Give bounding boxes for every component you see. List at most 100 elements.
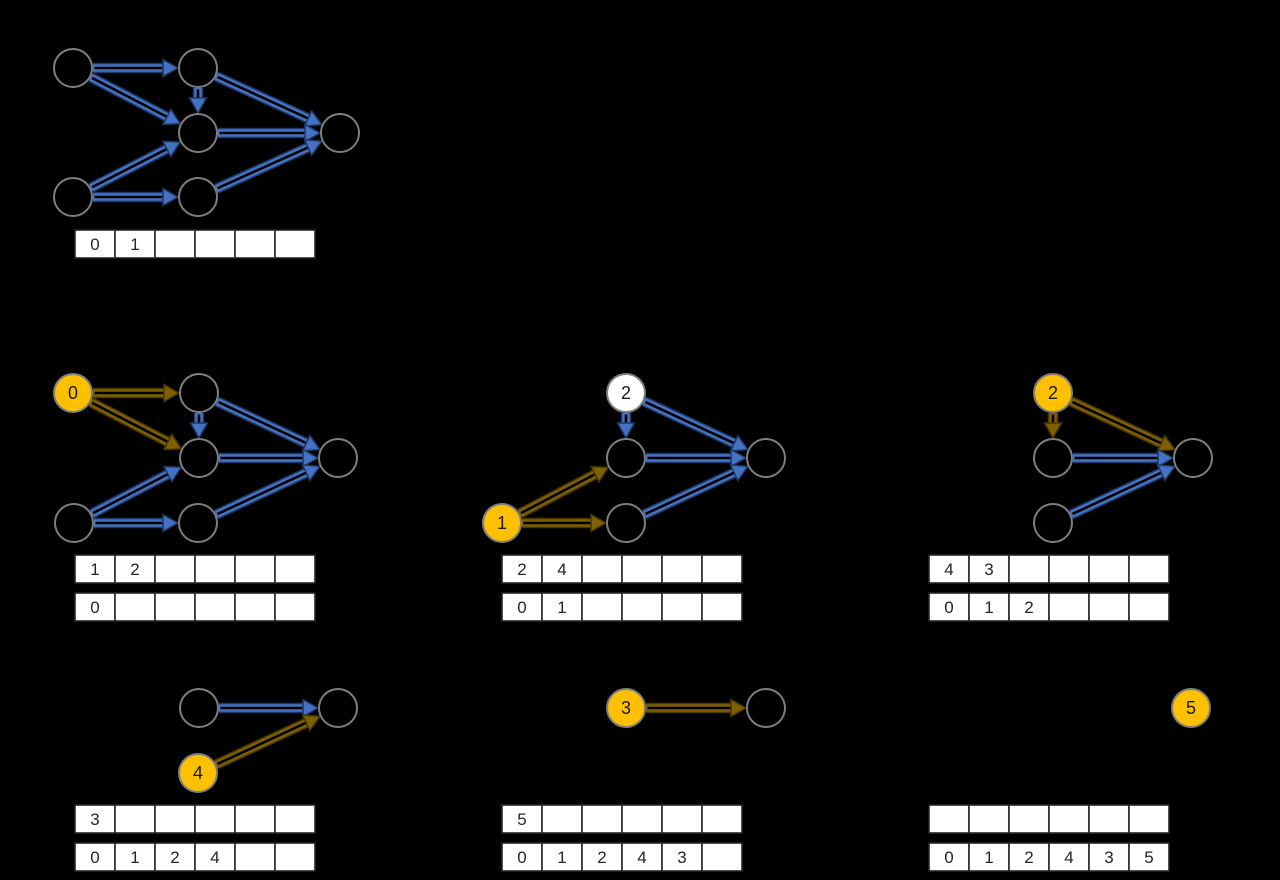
- array-cell: [1088, 554, 1130, 584]
- array-cell: [234, 554, 276, 584]
- array-cell: [74, 592, 116, 622]
- array-cell: [701, 842, 743, 872]
- node-circle: [606, 688, 646, 728]
- array-cell: [1128, 842, 1170, 872]
- array-cell: [701, 554, 743, 584]
- node-circle: [606, 373, 646, 413]
- array-cell-value: 2: [130, 560, 139, 579]
- node-circle: [54, 503, 94, 543]
- edge-arrow-3-to-5: [646, 698, 748, 718]
- edge-arrow-3-to-5: [218, 123, 322, 143]
- array-cell: [968, 592, 1010, 622]
- array-cell: [1048, 554, 1090, 584]
- array-cell-value: 1: [984, 848, 993, 867]
- array-cell: [1008, 554, 1050, 584]
- graph-node-2: [179, 373, 219, 413]
- node-circle: [53, 373, 93, 413]
- edge-arrow-0-to-3: [88, 397, 183, 451]
- graph-node-1: 1: [482, 503, 522, 543]
- graph-node-2: [178, 48, 218, 88]
- edge-arrow-1-to-4: [94, 513, 180, 533]
- array-cell-value: 4: [1064, 848, 1073, 867]
- array-cell: [1088, 804, 1130, 834]
- edge-arrow-4-to-5: [213, 714, 322, 770]
- graph-node-3: [1033, 438, 1073, 478]
- edge-arrow-2-to-5: [1068, 396, 1177, 452]
- array-cell: [1128, 554, 1170, 584]
- graph-node-2: 2: [606, 373, 646, 413]
- array-cell-value: 2: [1024, 848, 1033, 867]
- edge-arrow-3-to-5: [219, 698, 320, 718]
- graph-node-4: [606, 503, 646, 543]
- array-cell: [194, 554, 236, 584]
- array-cell: [541, 554, 583, 584]
- node-label: 5: [1186, 698, 1196, 718]
- array-cell: [701, 592, 743, 622]
- array-cell: [1048, 804, 1090, 834]
- node-circle: [1033, 438, 1073, 478]
- edge-arrow-2-to-3: [189, 413, 209, 440]
- node-circle: [318, 438, 358, 478]
- edge-arrow-2-to-3: [188, 88, 208, 115]
- array-cell: [1008, 804, 1050, 834]
- array-cell: [581, 804, 623, 834]
- graph-node-2: 2: [1033, 373, 1073, 413]
- array-cell: [154, 554, 196, 584]
- array-cell: [928, 554, 970, 584]
- edge-arrow-4-to-5: [641, 464, 750, 520]
- edge-arrow-4-to-5: [213, 464, 322, 520]
- node-circle: [318, 688, 358, 728]
- node-circle: [178, 48, 218, 88]
- array-cell-value: 4: [210, 848, 219, 867]
- array-cell-value: 0: [517, 848, 526, 867]
- array-cell: [661, 554, 703, 584]
- node-circle: [178, 753, 218, 793]
- array-cell: [928, 592, 970, 622]
- array-cell: [581, 842, 623, 872]
- graph-node-4: [178, 503, 218, 543]
- array-cell: [194, 592, 236, 622]
- node-circle: [53, 177, 93, 217]
- graph-node-3: [606, 438, 646, 478]
- graph-node-3: [179, 688, 219, 728]
- node-circle: [606, 503, 646, 543]
- graph-node-3: 3: [606, 688, 646, 728]
- node-circle: [178, 113, 218, 153]
- array-cell-value: 2: [1024, 598, 1033, 617]
- node-circle: [1173, 438, 1213, 478]
- array-cell-value: 1: [130, 235, 139, 254]
- array-cell: [501, 554, 543, 584]
- graph-node-5: [1173, 438, 1213, 478]
- node-circle: [482, 503, 522, 543]
- array-cell: [501, 804, 543, 834]
- graph-node-1: [53, 177, 93, 217]
- edge-arrow-2-to-5: [214, 396, 322, 452]
- graph-node-5: [318, 688, 358, 728]
- array-cell-value: 5: [517, 810, 526, 829]
- edge-arrow-1-to-4: [93, 187, 180, 207]
- array-cell: [274, 592, 316, 622]
- graph-node-5: [318, 438, 358, 478]
- edge-arrow-2-to-5: [214, 71, 324, 128]
- edge-arrow-1-to-3: [89, 465, 183, 519]
- node-label: 2: [621, 383, 631, 403]
- node-circle: [1171, 688, 1211, 728]
- edge-arrow-0-to-2: [93, 383, 181, 403]
- array-cell: [74, 842, 116, 872]
- node-circle: [746, 438, 786, 478]
- array-cell: [194, 804, 236, 834]
- array-cell-value: 4: [557, 560, 566, 579]
- node-circle: [746, 688, 786, 728]
- graph-node-3: [179, 438, 219, 478]
- array-cell: [621, 842, 663, 872]
